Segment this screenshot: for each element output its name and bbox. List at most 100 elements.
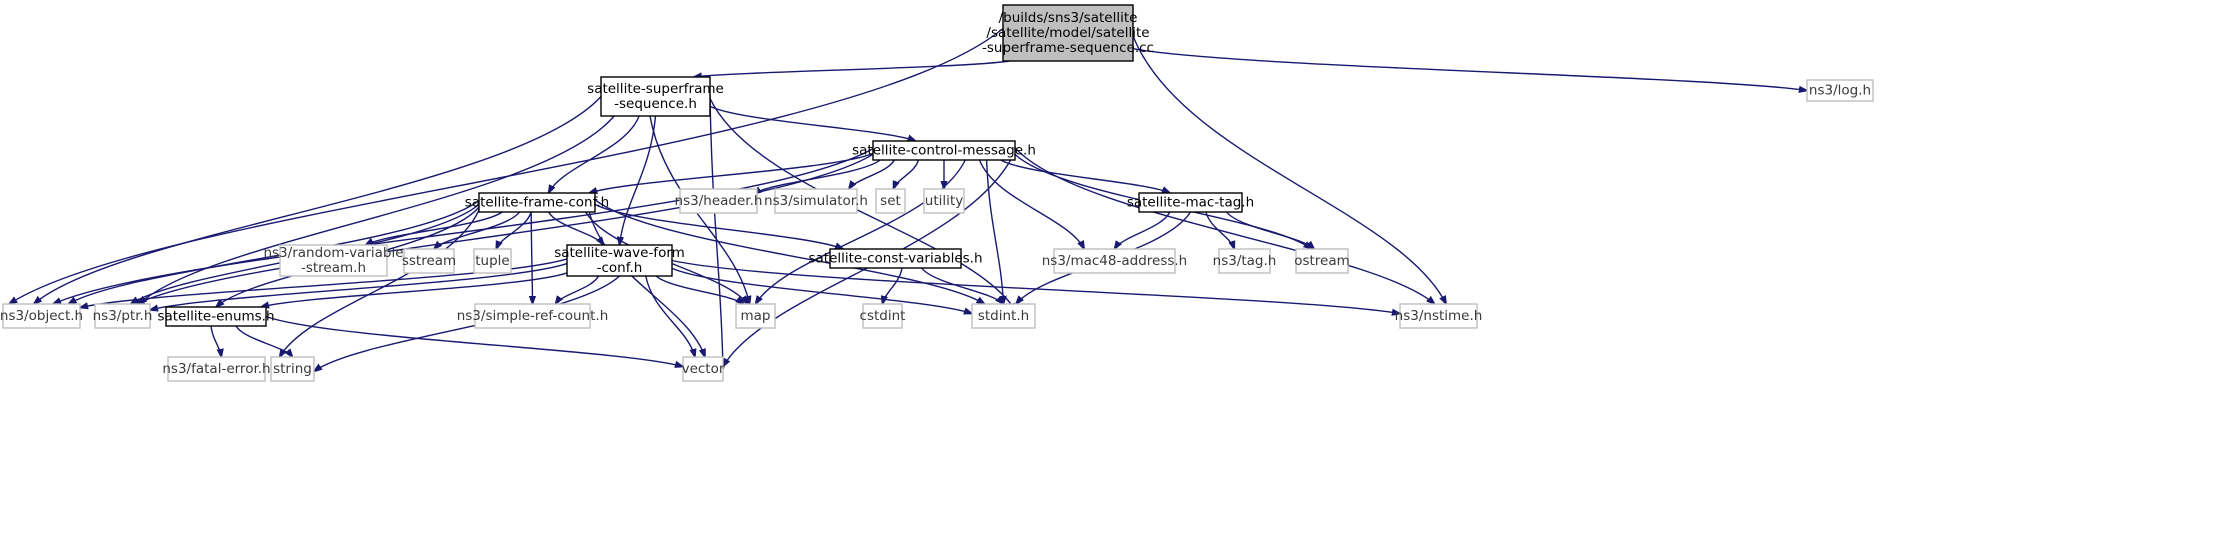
edge-frame-to-rvs xyxy=(366,211,503,245)
edge-ssh-to-wave xyxy=(620,115,657,245)
edge-ctrl-to-object xyxy=(53,147,874,304)
node-label: -conf.h xyxy=(597,260,643,276)
node-box xyxy=(862,303,903,329)
node-label: ns3/log.h xyxy=(1809,83,1871,99)
node-label: ns3/nstime.h xyxy=(1395,308,1483,324)
node-rvs: ns3/random-variable-stream.h xyxy=(263,244,404,277)
edge-root-to-log xyxy=(1132,47,1807,91)
edge-ssh-to-ptr xyxy=(139,115,615,304)
edge-wave-to-enums xyxy=(261,272,568,307)
node-box xyxy=(167,356,266,382)
node-wave[interactable]: satellite-wave-form-conf.h xyxy=(554,244,685,277)
edge-ctrl-to-mactag xyxy=(1000,159,1170,193)
edge-constv-to-cstdint xyxy=(883,267,903,304)
node-label: string xyxy=(273,361,312,377)
edge-wave-to-nstime xyxy=(671,259,1400,314)
node-enums[interactable]: satellite-enums.h xyxy=(157,306,275,327)
edge-ctrl-to-map xyxy=(756,159,966,304)
edge-enums-to-vector xyxy=(265,315,683,367)
node-map: map xyxy=(735,303,776,329)
node-ctrl[interactable]: satellite-control-message.h xyxy=(852,140,1036,161)
node-box xyxy=(566,244,673,277)
node-fatal: ns3/fatal-error.h xyxy=(162,356,271,382)
node-label: -stream.h xyxy=(301,260,366,276)
node-box xyxy=(165,306,267,327)
node-src: ns3/simple-ref-count.h xyxy=(457,303,609,329)
node-label: ostream xyxy=(1294,253,1350,269)
node-ptr: ns3/ptr.h xyxy=(93,303,152,329)
edge-wave-to-object xyxy=(80,258,568,308)
node-nstime: ns3/nstime.h xyxy=(1395,303,1483,329)
edge-wave-to-stdint xyxy=(671,267,972,313)
edge-frame-to-object xyxy=(68,200,480,304)
edge-frame-to-string xyxy=(280,209,480,357)
node-box xyxy=(679,188,758,214)
node-box xyxy=(774,188,858,214)
node-label: satellite-mac-tag.h xyxy=(1127,195,1254,211)
edge-frame-to-stdint xyxy=(594,199,985,304)
node-box xyxy=(829,248,962,269)
node-label: ns3/random-variable xyxy=(263,245,403,261)
node-box xyxy=(1053,248,1176,274)
edge-ctrl-to-sim xyxy=(849,159,895,189)
edge-wave-to-vector xyxy=(645,275,695,357)
node-box xyxy=(923,188,965,214)
node-box xyxy=(682,356,724,382)
node-header: ns3/header.h xyxy=(675,188,762,214)
edge-mactag-to-tag xyxy=(1205,211,1234,249)
edge-ssh-to-object xyxy=(34,96,602,305)
edge-wave-to-src xyxy=(556,275,600,304)
node-box xyxy=(478,192,596,213)
edge-wave-to-string xyxy=(314,275,620,371)
node-mac48: ns3/mac48-address.h xyxy=(1042,248,1187,274)
edge-ssh-to-map xyxy=(649,115,750,304)
node-label: map xyxy=(741,308,771,324)
node-label: -sequence.h xyxy=(614,96,697,112)
node-vector: vector xyxy=(682,356,725,382)
node-box xyxy=(600,76,711,117)
node-box xyxy=(1138,192,1243,213)
edge-mactag-to-mac48 xyxy=(1115,211,1171,249)
node-mactag[interactable]: satellite-mac-tag.h xyxy=(1127,192,1254,213)
node-object: ns3/object.h xyxy=(0,303,83,329)
node-label: ns3/simple-ref-count.h xyxy=(457,308,609,324)
node-label: satellite-const-variables.h xyxy=(808,251,982,267)
node-label: /satellite/model/satellite xyxy=(986,25,1149,41)
node-box xyxy=(403,248,455,274)
node-label: cstdint xyxy=(860,308,906,324)
node-sim: ns3/simulator.h xyxy=(764,188,868,214)
node-sstream: sstream xyxy=(402,248,456,274)
node-box xyxy=(971,303,1036,329)
nodes-layer: /builds/sns3/satellite/satellite/model/s… xyxy=(0,4,1874,382)
node-box xyxy=(474,303,591,329)
edge-root-to-nstime xyxy=(1132,35,1446,304)
node-ssh[interactable]: satellite-superframe-sequence.h xyxy=(587,76,724,117)
node-ostream: ostream xyxy=(1294,248,1350,274)
edge-ssh-to-stdint xyxy=(709,98,1016,311)
node-label: ns3/fatal-error.h xyxy=(162,361,270,377)
node-box xyxy=(270,356,315,382)
edge-ctrl-to-header xyxy=(753,159,881,194)
node-box xyxy=(875,188,906,214)
edge-ssh-to-ctrl xyxy=(709,105,916,141)
node-label: utility xyxy=(925,193,963,209)
node-box xyxy=(735,303,776,329)
node-label: ns3/simulator.h xyxy=(764,193,868,209)
edge-frame-to-src xyxy=(531,211,532,304)
node-box xyxy=(872,140,1016,161)
edge-mactag-to-ostream xyxy=(1226,211,1315,249)
edge-ctrl-to-nstime xyxy=(1014,147,1435,304)
node-box xyxy=(2,303,81,329)
node-frame[interactable]: satellite-frame-conf.h xyxy=(465,192,609,213)
node-label: satellite-wave-form xyxy=(554,245,685,261)
edge-ssh-to-vector xyxy=(709,94,723,369)
node-constv[interactable]: satellite-const-variables.h xyxy=(808,248,983,269)
node-label: ns3/tag.h xyxy=(1213,253,1277,269)
edge-frame-to-sstream xyxy=(434,211,521,249)
node-label: satellite-superframe xyxy=(587,81,724,97)
node-label: stdint.h xyxy=(978,308,1029,324)
node-label: vector xyxy=(682,361,725,377)
node-root: /builds/sns3/satellite/satellite/model/s… xyxy=(982,4,1154,62)
edge-frame-to-wave xyxy=(547,211,604,245)
